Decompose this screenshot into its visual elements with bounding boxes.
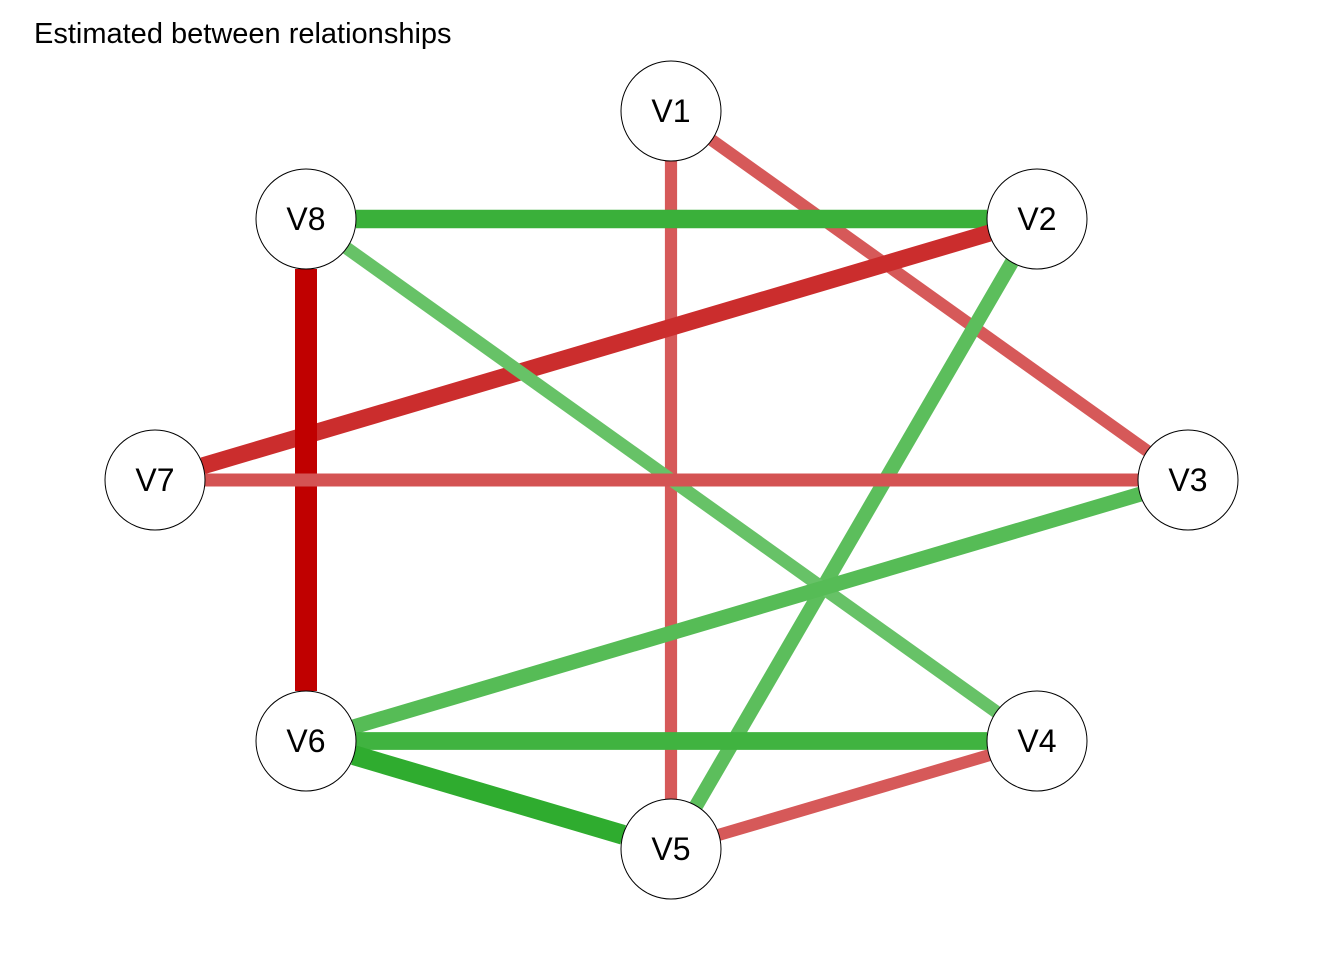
node-circle [255,168,357,270]
node-label: V4 [1017,723,1056,759]
edge-v3-v6 [351,487,1143,734]
diagram-title: Estimated between relationships [34,18,452,50]
node-v4: V4 [986,690,1088,792]
node-v3: V3 [1137,429,1239,531]
node-circle [620,798,722,900]
edge-v1-v3 [708,135,1151,456]
node-v6: V6 [255,690,357,792]
node-v7: V7 [104,429,206,531]
node-label: V8 [286,201,325,237]
node-circle [986,690,1088,792]
node-circle [255,690,357,792]
node-label: V6 [286,723,325,759]
edge-v4-v5 [717,749,991,841]
node-circle [104,429,206,531]
node-label: V5 [651,831,690,867]
node-label: V3 [1168,462,1207,498]
node-label: V1 [651,93,690,129]
node-v8: V8 [255,168,357,270]
node-v5: V5 [620,798,722,900]
edge-v2-v5 [689,258,1019,810]
node-label: V2 [1017,201,1056,237]
edges-layer [200,135,1151,845]
node-circle [986,168,1088,270]
node-label: V7 [135,462,174,498]
edge-v6-v5 [351,745,626,845]
node-circle [1137,429,1239,531]
node-v2: V2 [986,168,1088,270]
edge-v2-v7 [200,225,992,474]
node-circle [620,60,722,162]
node-v1: V1 [620,60,722,162]
